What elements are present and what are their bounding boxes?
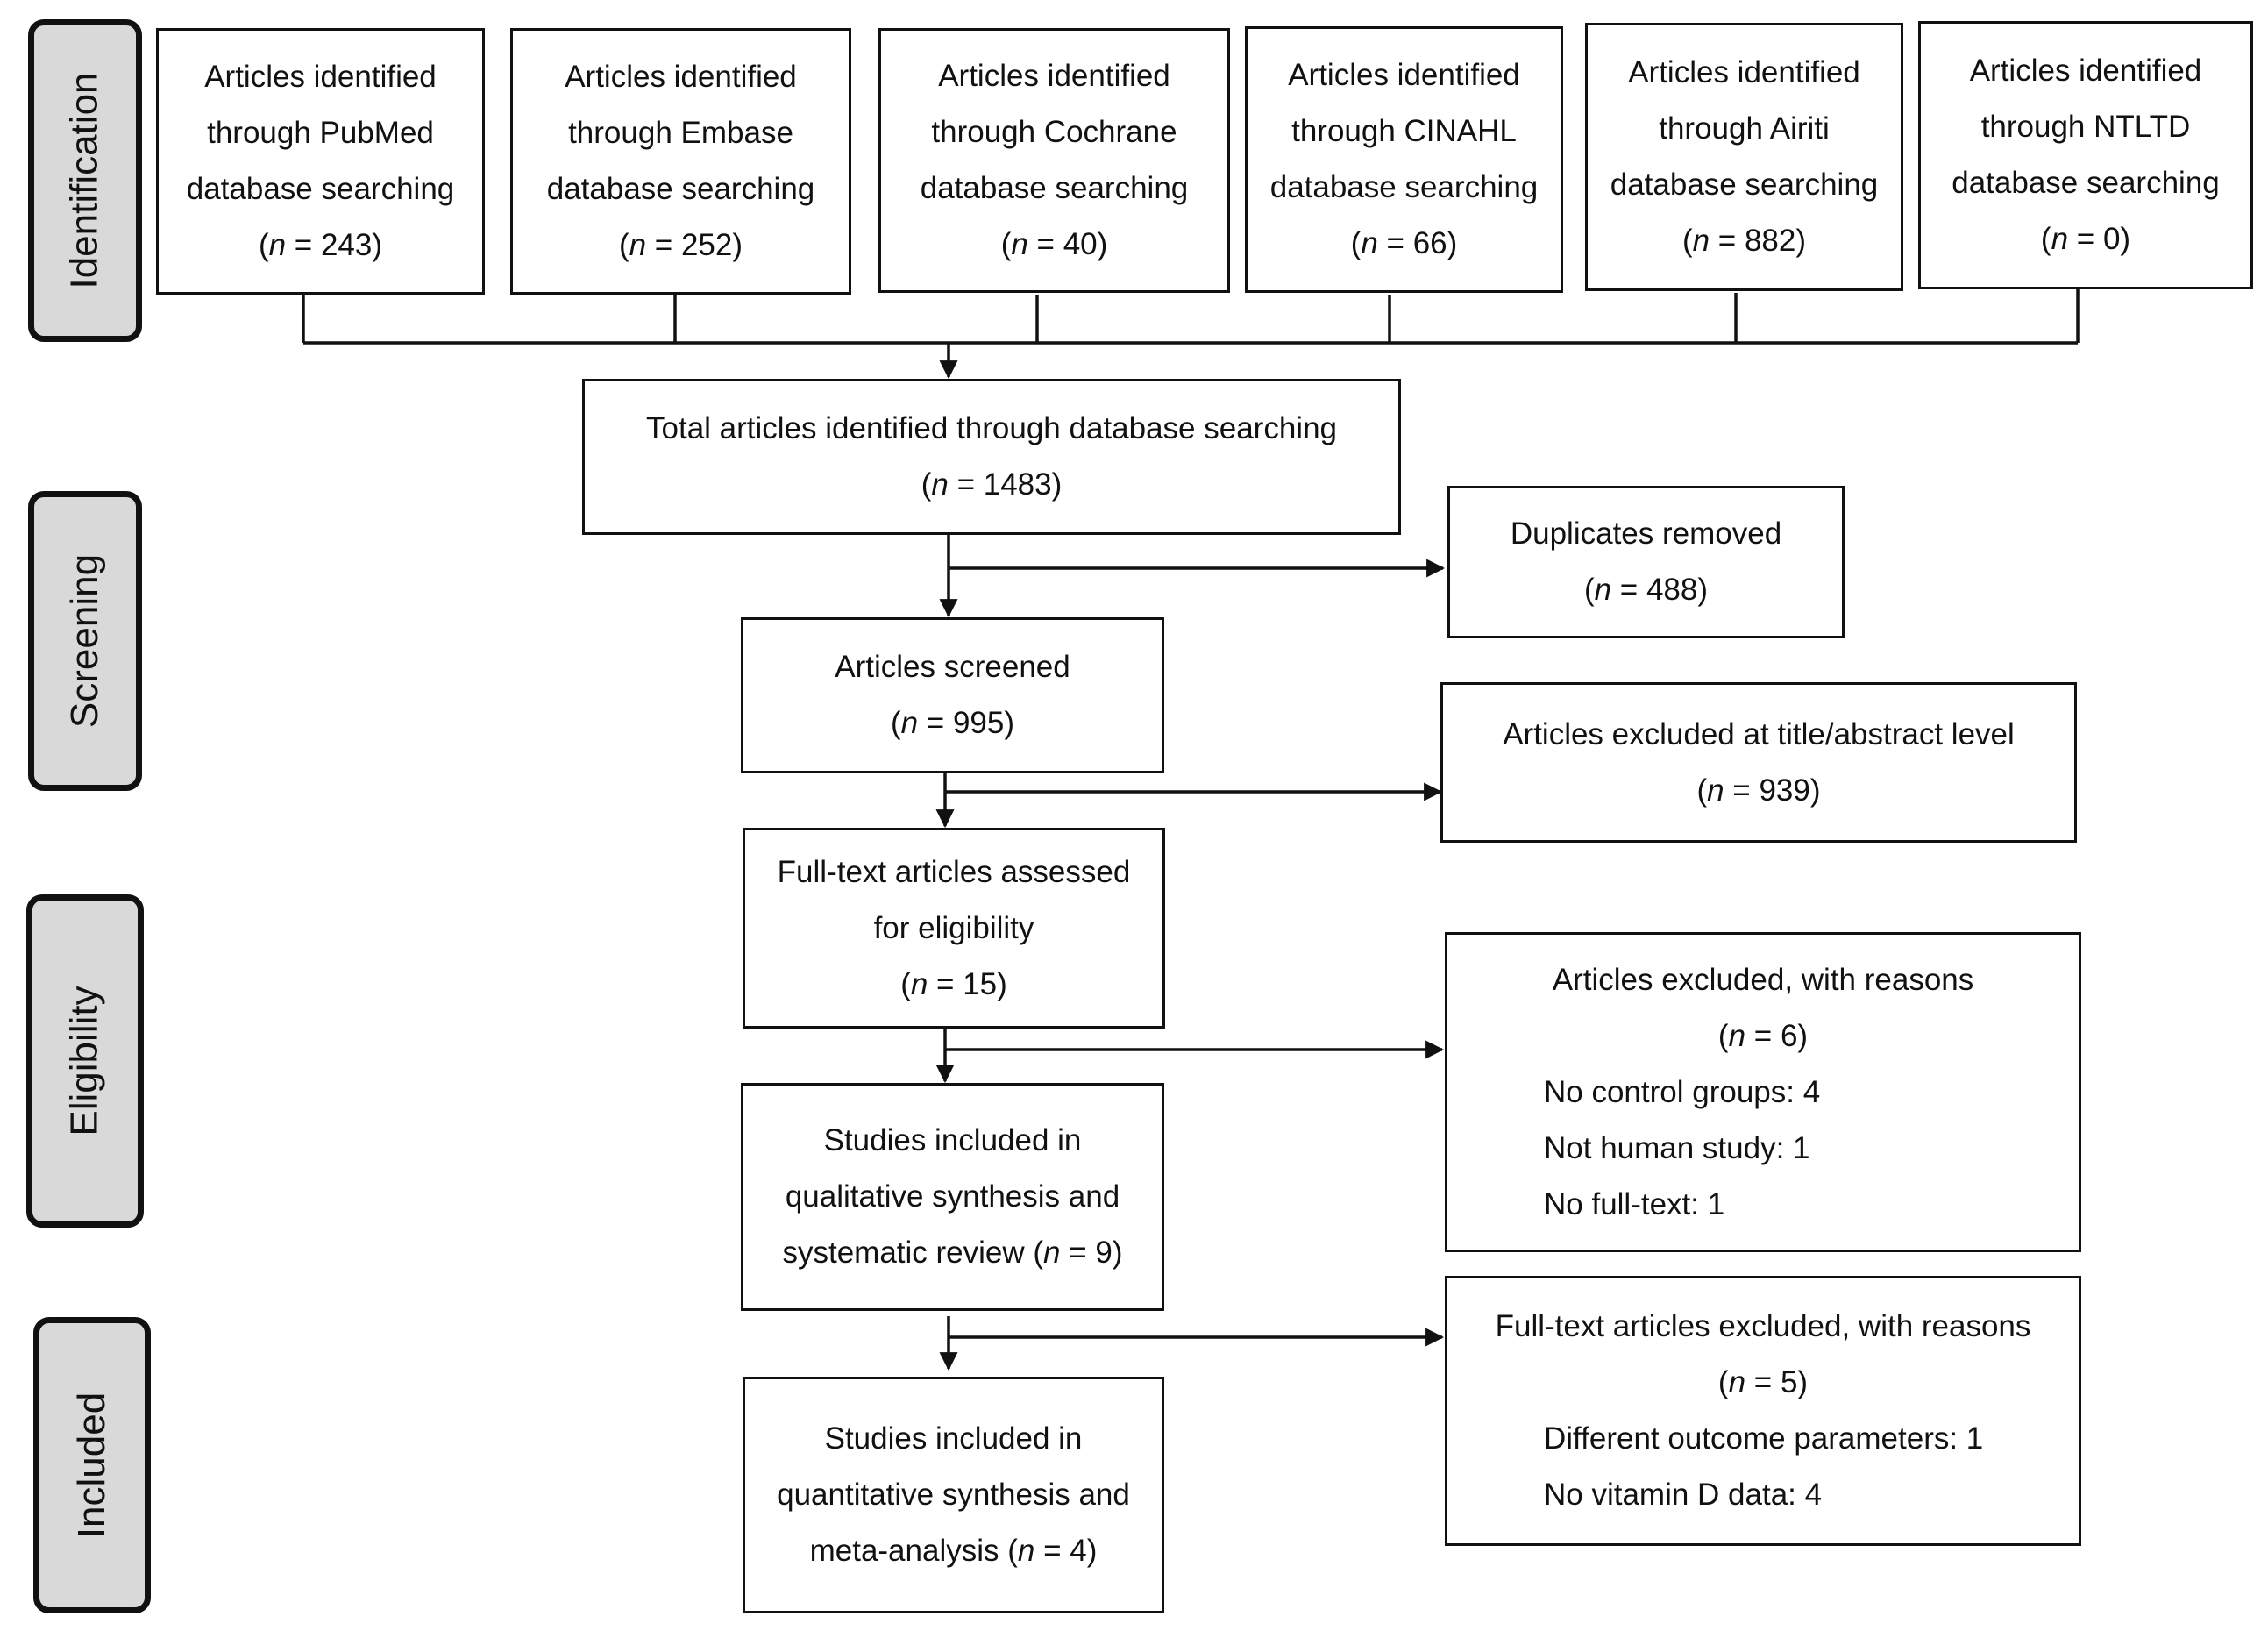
qualitative-line3: systematic review (n = 9) <box>782 1236 1123 1270</box>
stage-identification-label: Identification <box>63 72 106 289</box>
excluded-reason-item: Not human study: 1 <box>1544 1130 1810 1165</box>
stage-identification: Identification <box>28 19 142 342</box>
source-count: (n = 40) <box>1000 227 1108 261</box>
source-line2: through Cochrane <box>931 115 1177 149</box>
fulltext-line1: Full-text articles assessed <box>777 854 1131 889</box>
source-line3: database searching <box>186 172 455 206</box>
total-count: (n = 1483) <box>921 467 1063 502</box>
excluded-reason-item: No control groups: 4 <box>1544 1074 1821 1109</box>
source-count: (n = 66) <box>1350 226 1458 260</box>
source-line2: through CINAHL <box>1291 114 1517 148</box>
source-box-airiti: Articles identified through Airiti datab… <box>1585 23 1903 291</box>
qualitative-line2: qualitative synthesis and <box>785 1179 1120 1214</box>
excluded-reasons-text: Articles excluded, with reasons <box>1552 962 1974 997</box>
source-line1: Articles identified <box>1288 58 1520 92</box>
source-line1: Articles identified <box>565 60 797 94</box>
excluded-reasons-box: Articles excluded, with reasons (n = 6) … <box>1445 932 2081 1252</box>
duplicates-count: (n = 488) <box>1583 573 1709 607</box>
stage-eligibility-label: Eligibility <box>63 986 107 1136</box>
screened-text: Articles screened <box>835 650 1070 684</box>
qualitative-synthesis-box: Studies included in qualitative synthesi… <box>741 1083 1164 1311</box>
excluded-reason-item: No full-text: 1 <box>1544 1186 1725 1221</box>
source-box-pubmed: Articles identified through PubMed datab… <box>156 28 485 295</box>
fulltext-count: (n = 15) <box>900 966 1007 1001</box>
stage-screening: Screening <box>28 491 142 791</box>
source-line2: through Airiti <box>1659 111 1830 146</box>
source-line2: through Embase <box>568 116 793 150</box>
source-line2: through NTLTD <box>1980 110 2191 144</box>
fulltext-line2: for eligibility <box>873 910 1034 945</box>
qualitative-line1: Studies included in <box>823 1123 1082 1157</box>
duplicates-removed-box: Duplicates removed (n = 488) <box>1447 486 1845 638</box>
source-count: (n = 0) <box>2040 222 2131 256</box>
fulltext-assessed-box: Full-text articles assessed for eligibil… <box>743 828 1165 1029</box>
source-line2: through PubMed <box>207 116 434 150</box>
fulltext-excluded-count: (n = 5) <box>1717 1365 1809 1399</box>
source-line1: Articles identified <box>1628 55 1860 89</box>
source-box-embase: Articles identified through Embase datab… <box>510 28 851 295</box>
fulltext-excluded-text: Full-text articles excluded, with reason… <box>1495 1309 2031 1343</box>
source-line3: database searching <box>1610 167 1879 202</box>
source-line1: Articles identified <box>938 59 1170 93</box>
total-text: Total articles identified through databa… <box>646 411 1337 445</box>
quantitative-line2: quantitative synthesis and <box>777 1478 1130 1512</box>
quantitative-synthesis-box: Studies included in quantitative synthes… <box>743 1377 1164 1613</box>
articles-screened-box: Articles screened (n = 995) <box>741 617 1164 773</box>
stage-eligibility: Eligibility <box>26 894 144 1228</box>
source-box-cochrane: Articles identified through Cochrane dat… <box>878 28 1230 293</box>
stage-screening-label: Screening <box>63 553 107 729</box>
source-count: (n = 882) <box>1681 224 1807 258</box>
duplicates-text: Duplicates removed <box>1510 516 1782 551</box>
source-count: (n = 243) <box>258 228 383 262</box>
fulltext-excluded-box: Full-text articles excluded, with reason… <box>1445 1276 2081 1546</box>
stage-included: Included <box>33 1317 151 1613</box>
source-line3: database searching <box>1952 166 2220 200</box>
quantitative-line3: meta-analysis (n = 4) <box>809 1534 1098 1568</box>
source-line1: Articles identified <box>204 60 437 94</box>
source-line3: database searching <box>546 172 815 206</box>
source-line3: database searching <box>1269 170 1539 204</box>
excluded-title-abstract-box: Articles excluded at title/abstract leve… <box>1440 682 2077 843</box>
excluded-title-count: (n = 939) <box>1696 773 1821 808</box>
source-box-cinahl: Articles identified through CINAHL datab… <box>1245 26 1563 293</box>
quantitative-line1: Studies included in <box>824 1421 1083 1456</box>
fulltext-excluded-reason-item: Different outcome parameters: 1 <box>1544 1421 1984 1456</box>
fulltext-excluded-reason-item: No vitamin D data: 4 <box>1544 1478 1823 1512</box>
source-count: (n = 252) <box>618 228 743 262</box>
screened-count: (n = 995) <box>890 706 1015 740</box>
total-identified-box: Total articles identified through databa… <box>582 379 1401 535</box>
source-line1: Articles identified <box>1969 53 2202 88</box>
source-line3: database searching <box>920 171 1189 205</box>
stage-included-label: Included <box>70 1392 114 1539</box>
excluded-title-text: Articles excluded at title/abstract leve… <box>1503 716 2015 751</box>
excluded-reasons-count: (n = 6) <box>1717 1018 1809 1053</box>
source-box-ntltd: Articles identified through NTLTD databa… <box>1918 21 2253 289</box>
